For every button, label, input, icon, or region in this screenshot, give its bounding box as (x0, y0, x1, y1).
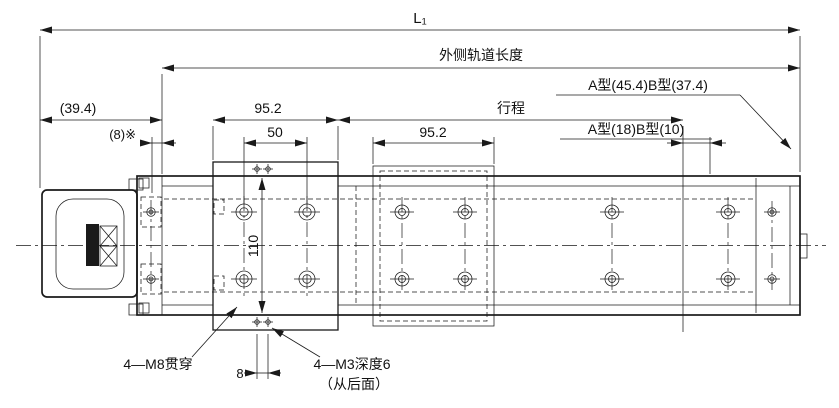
dim-l1: L₁ (413, 10, 426, 27)
dim-8: 8 (236, 366, 243, 381)
dimension-lines (40, 26, 800, 377)
dim-110: 110 (245, 235, 261, 258)
m3-hole (262, 163, 274, 175)
dim-outer-rail: 外侧轨道长度 (439, 47, 523, 63)
callout-m3-line1: 4—M3深度6 (313, 356, 390, 372)
m3-hole (251, 316, 263, 328)
body-layer (16, 126, 826, 332)
motor-terminal-blocks (99, 225, 118, 267)
leader-m3 (271, 327, 321, 358)
leader-m8 (191, 306, 238, 358)
end-tab (799, 233, 808, 259)
dim-stroke: 行程 (497, 100, 525, 116)
motor-mount-ear-bottom (128, 303, 144, 316)
dim-95-2-carriage: 95.2 (254, 100, 281, 116)
phantom-block (372, 165, 495, 327)
dim-ref-8: (8)※ (109, 127, 136, 142)
dim-50: 50 (267, 124, 283, 140)
motor-housing (41, 178, 144, 316)
dimension-layer (39, 26, 801, 379)
dim-39-4: (39.4) (60, 100, 97, 116)
motor-connector (86, 224, 99, 266)
callout-m3-line2: （从后面） (319, 376, 389, 392)
leader-type-overhang (739, 94, 792, 150)
dim-type-overhang: A型(45.4)B型(37.4) (588, 77, 708, 93)
text-layer: L₁ 外侧轨道长度 A型(45.4)B型(37.4) (39.4) 95.2 行… (60, 10, 708, 392)
m3-hole (251, 163, 263, 175)
extension-lines (39, 36, 801, 379)
motor-mount-ear-top (128, 178, 144, 191)
dim-95-2-block: 95.2 (419, 124, 446, 140)
dim-type-gap: A型(18)B型(10) (588, 121, 684, 137)
callout-m8: 4—M8贯穿 (123, 356, 192, 372)
m3-hole (262, 316, 274, 328)
carriage-plate (212, 161, 339, 331)
leaders (191, 94, 792, 358)
outer-rail (136, 175, 808, 316)
